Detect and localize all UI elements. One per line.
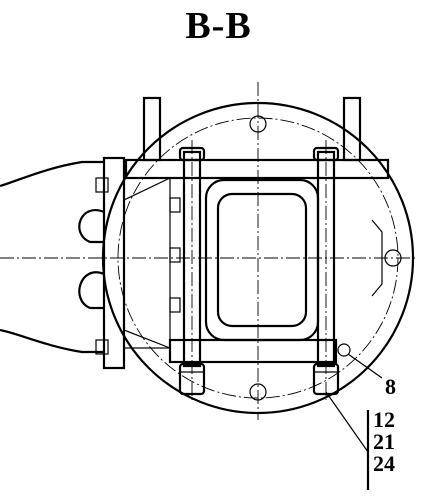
- callout-12: 12: [373, 407, 395, 432]
- left-frame: [0, 160, 105, 354]
- bracket-bolts: [95, 177, 181, 355]
- callout-8: 8: [385, 374, 396, 399]
- bottom-clamp-plate: [168, 338, 338, 364]
- washer: [337, 343, 351, 357]
- callout-21: 21: [373, 429, 395, 454]
- centerlines: [0, 82, 415, 420]
- callout-24: 24: [373, 451, 395, 476]
- tie-rods: [182, 140, 336, 400]
- callout-stack: 12 21 24: [373, 409, 395, 475]
- top-nuts: [178, 146, 340, 162]
- top-clamp-plate: [124, 158, 390, 180]
- bottom-nuts: [178, 362, 340, 396]
- flange-notch: [371, 219, 383, 297]
- central-profile: [204, 178, 320, 342]
- flange-bolt-holes: [249, 115, 402, 401]
- left-bracket: [102, 156, 171, 370]
- section-title: B-B: [185, 5, 252, 47]
- leaders: [325, 353, 383, 490]
